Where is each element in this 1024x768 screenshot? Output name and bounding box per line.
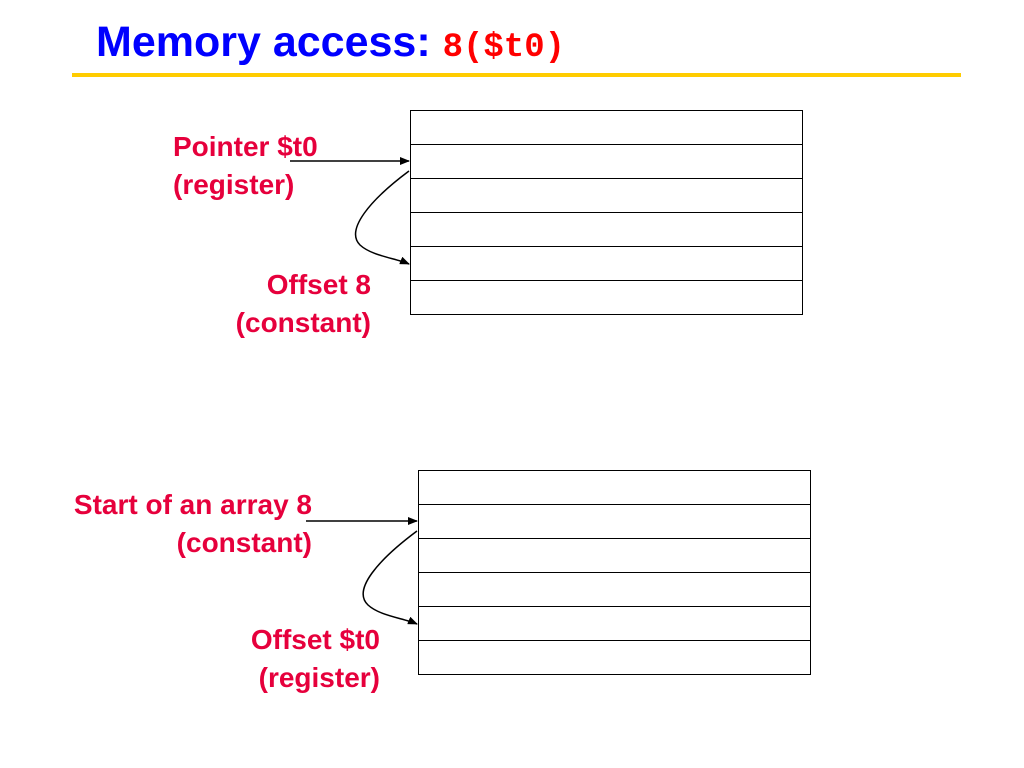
title-text: Memory access: xyxy=(96,18,431,66)
memory-cell xyxy=(419,573,810,607)
memory-cell xyxy=(419,505,810,539)
memory-cell xyxy=(411,145,802,179)
title-code: 8($t0) xyxy=(442,29,566,67)
pointer-label-1-line1: Pointer $t0 xyxy=(173,131,318,162)
offset-label-1-line1: Offset 8 xyxy=(266,269,371,300)
slide-title: Memory access: 8($t0) xyxy=(96,12,565,78)
memory-cell xyxy=(419,539,810,573)
pointer-label-1: Pointer $t0 (register) xyxy=(173,128,318,204)
memory-cell xyxy=(411,247,802,281)
pointer-label-2-line2: (constant) xyxy=(176,527,312,558)
memory-block-1 xyxy=(410,110,803,315)
memory-cell xyxy=(411,213,802,247)
memory-cell xyxy=(419,607,810,641)
offset-arrow-1 xyxy=(354,170,410,265)
pointer-label-2-line1: Start of an array 8 xyxy=(73,489,312,520)
memory-cell xyxy=(419,471,810,505)
title-divider xyxy=(72,73,961,77)
memory-cell xyxy=(411,111,802,145)
pointer-label-2: Start of an array 8 (constant) xyxy=(74,486,312,562)
memory-block-2 xyxy=(418,470,811,675)
offset-label-2: Offset $t0 (register) xyxy=(251,621,380,697)
offset-label-1: Offset 8 (constant) xyxy=(236,266,371,342)
offset-label-2-line2: (register) xyxy=(258,662,380,693)
memory-cell xyxy=(411,281,802,315)
offset-label-2-line1: Offset $t0 xyxy=(250,624,380,655)
offset-label-1-line2: (constant) xyxy=(235,307,371,338)
pointer-label-1-line2: (register) xyxy=(173,169,295,200)
offset-arrow-2 xyxy=(362,530,418,625)
memory-cell xyxy=(419,641,810,675)
memory-cell xyxy=(411,179,802,213)
